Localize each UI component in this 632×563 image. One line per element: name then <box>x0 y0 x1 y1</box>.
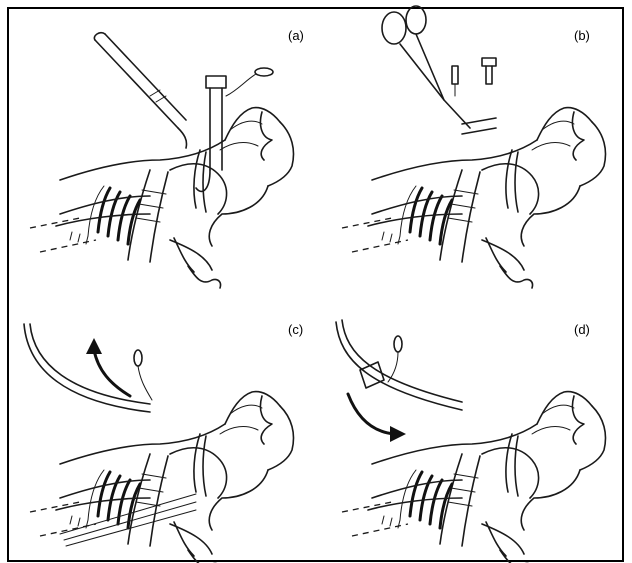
panel-c: (c) <box>24 322 303 563</box>
figure-frame <box>8 8 623 561</box>
panel-c-label: (c) <box>288 322 303 337</box>
panel-a: (a) <box>30 28 304 288</box>
panel-a-label: (a) <box>288 28 304 43</box>
panel-b: (b) <box>342 6 606 288</box>
panel-d: (d) <box>336 320 606 563</box>
panel-d-label: (d) <box>574 322 590 337</box>
panel-b-label: (b) <box>574 28 590 43</box>
